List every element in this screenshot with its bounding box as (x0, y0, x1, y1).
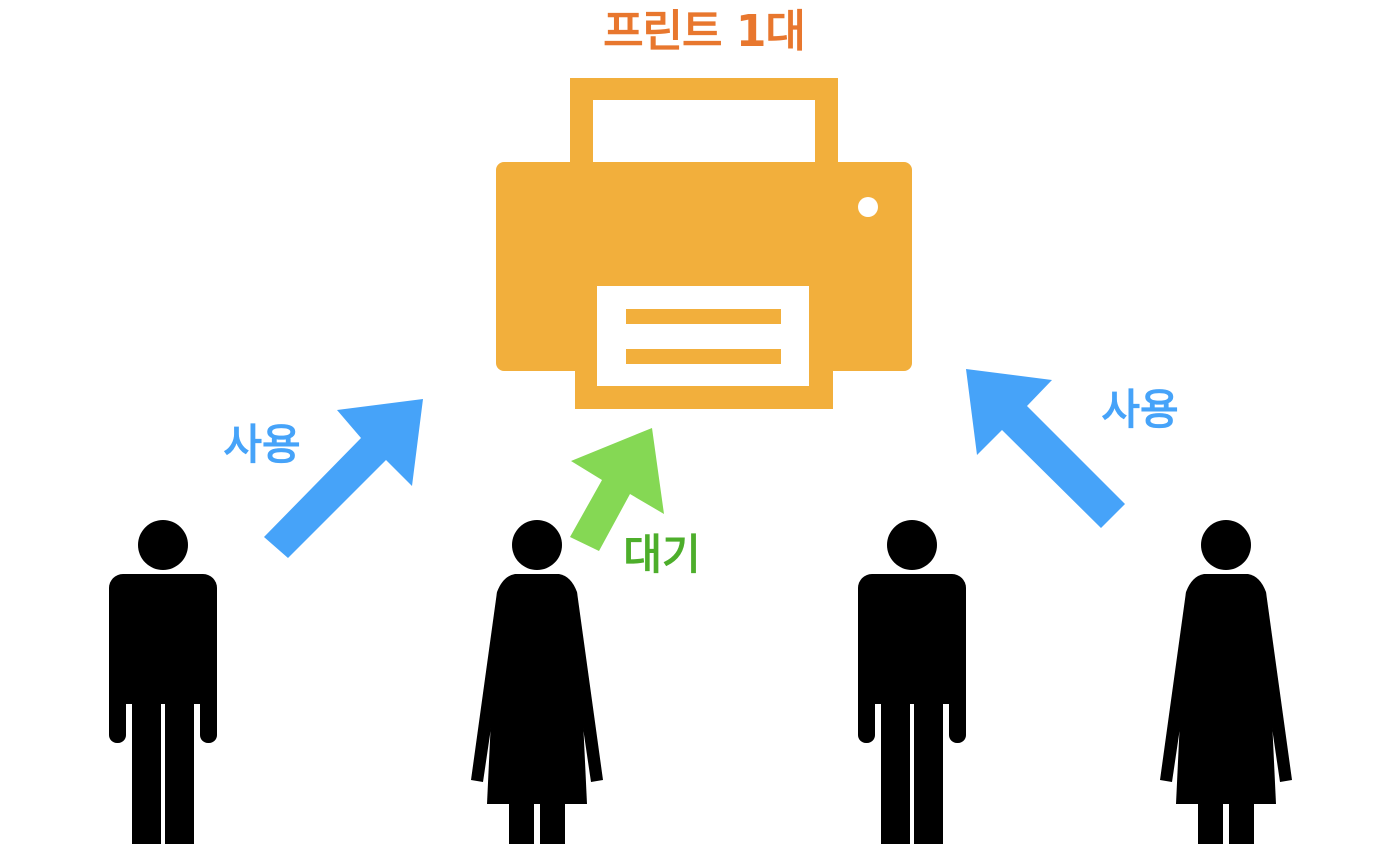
woman-icon (1160, 520, 1292, 844)
use-label-right: 사용 (1101, 385, 1178, 434)
wait-label: 대기 (623, 530, 700, 579)
man-icon (858, 520, 966, 844)
use-label-left: 사용 (223, 420, 300, 469)
use-arrow-right (966, 369, 1125, 528)
printer-icon (496, 78, 912, 409)
woman-icon (471, 520, 603, 844)
wait-arrow (570, 428, 664, 551)
diagram-title: 프린트 1대 (603, 6, 805, 57)
use-arrow-left (264, 399, 423, 558)
man-icon (109, 520, 217, 844)
